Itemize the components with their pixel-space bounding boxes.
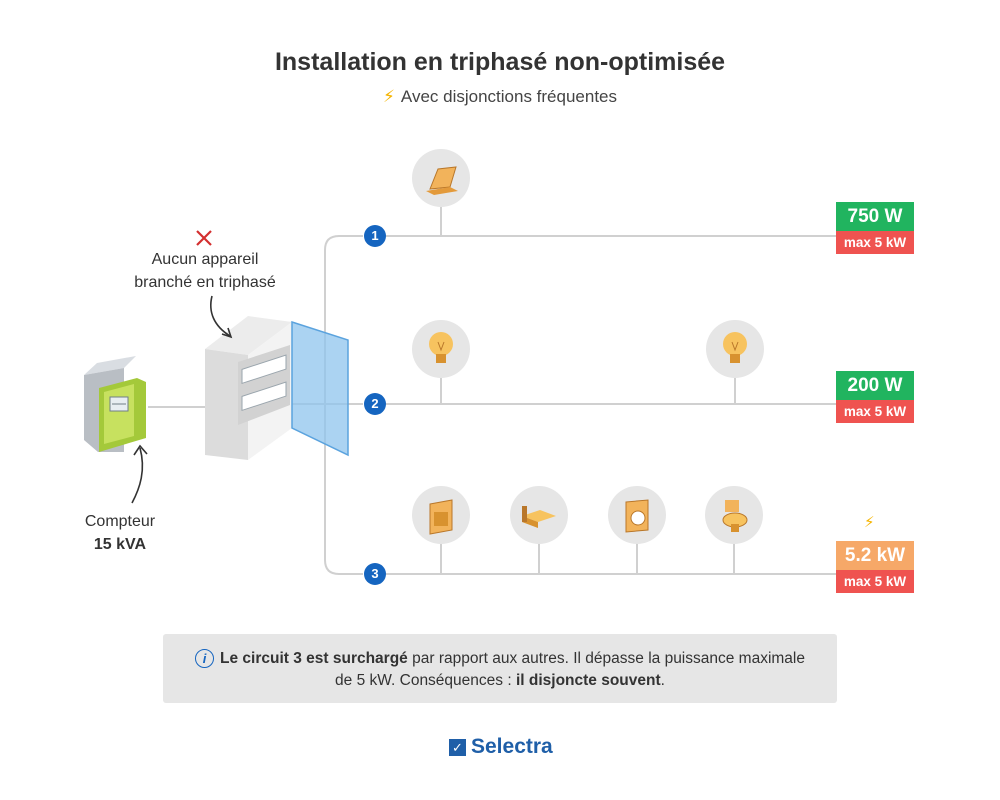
- info-bold: Le circuit 3 est surchargé: [220, 650, 408, 667]
- meter-label: Compteur: [84, 513, 156, 530]
- laptop-icon: [412, 149, 470, 207]
- lightning-icon: ⚡: [382, 87, 395, 106]
- brand-logo: ✓ Selectra: [449, 735, 553, 759]
- trunk-wire-3: [324, 407, 363, 575]
- bed-icon: [510, 486, 568, 544]
- overload-lightning-icon: ⚡: [864, 514, 875, 531]
- circuit-number-3: 3: [364, 563, 386, 585]
- panel-note: Aucun appareil branché en triphasé: [110, 248, 300, 294]
- power-badge-1: 750 W: [836, 202, 914, 231]
- brand-name: Selectra: [471, 735, 553, 758]
- info-box: [163, 634, 837, 703]
- info-span: .: [660, 672, 665, 689]
- lightbulb-icon: [706, 320, 764, 378]
- meter-value: 15 kVA: [93, 536, 147, 553]
- meter-caption: Compteur 15 kVA: [60, 510, 180, 556]
- info-icon: i: [195, 649, 214, 668]
- power-badge-3: 5.2 kW: [836, 541, 914, 570]
- power-badge-2: 200 W: [836, 371, 914, 400]
- circuit-number-1: 1: [364, 225, 386, 247]
- arrow-to-panel: [210, 295, 231, 337]
- meter-illustration: [84, 356, 146, 452]
- electrical-panel-illustration: [205, 316, 349, 460]
- info-text: i Le circuit 3 est surchargé par rapport …: [190, 648, 810, 692]
- lightbulb-icon: [412, 320, 470, 378]
- panel-note-line: branché en triphasé: [134, 274, 276, 291]
- subtitle-text: Avec disjonctions fréquentes: [400, 87, 618, 106]
- warning-cross-icon: [196, 230, 212, 246]
- info-span: par rapport aux autres. Il dépasse la pu…: [335, 650, 805, 689]
- circuit-number-2: 2: [364, 393, 386, 415]
- toilet-icon: [705, 486, 763, 544]
- washing-machine-icon: [608, 486, 666, 544]
- page-title: Installation en triphasé non-optimisée: [274, 48, 726, 76]
- panel-note-line: Aucun appareil: [151, 251, 259, 268]
- info-bold: il disjoncte souvent: [515, 672, 661, 689]
- max-badge-1: max 5 kW: [836, 231, 914, 254]
- trunk-wire-1: [324, 235, 363, 407]
- arrow-to-meter: [131, 447, 144, 504]
- max-badge-2: max 5 kW: [836, 400, 914, 423]
- check-icon: ✓: [449, 739, 466, 756]
- cooker-icon: [412, 486, 470, 544]
- subtitle: ⚡ Avec disjonctions fréquentes: [0, 87, 1000, 107]
- max-badge-3: max 5 kW: [836, 570, 914, 593]
